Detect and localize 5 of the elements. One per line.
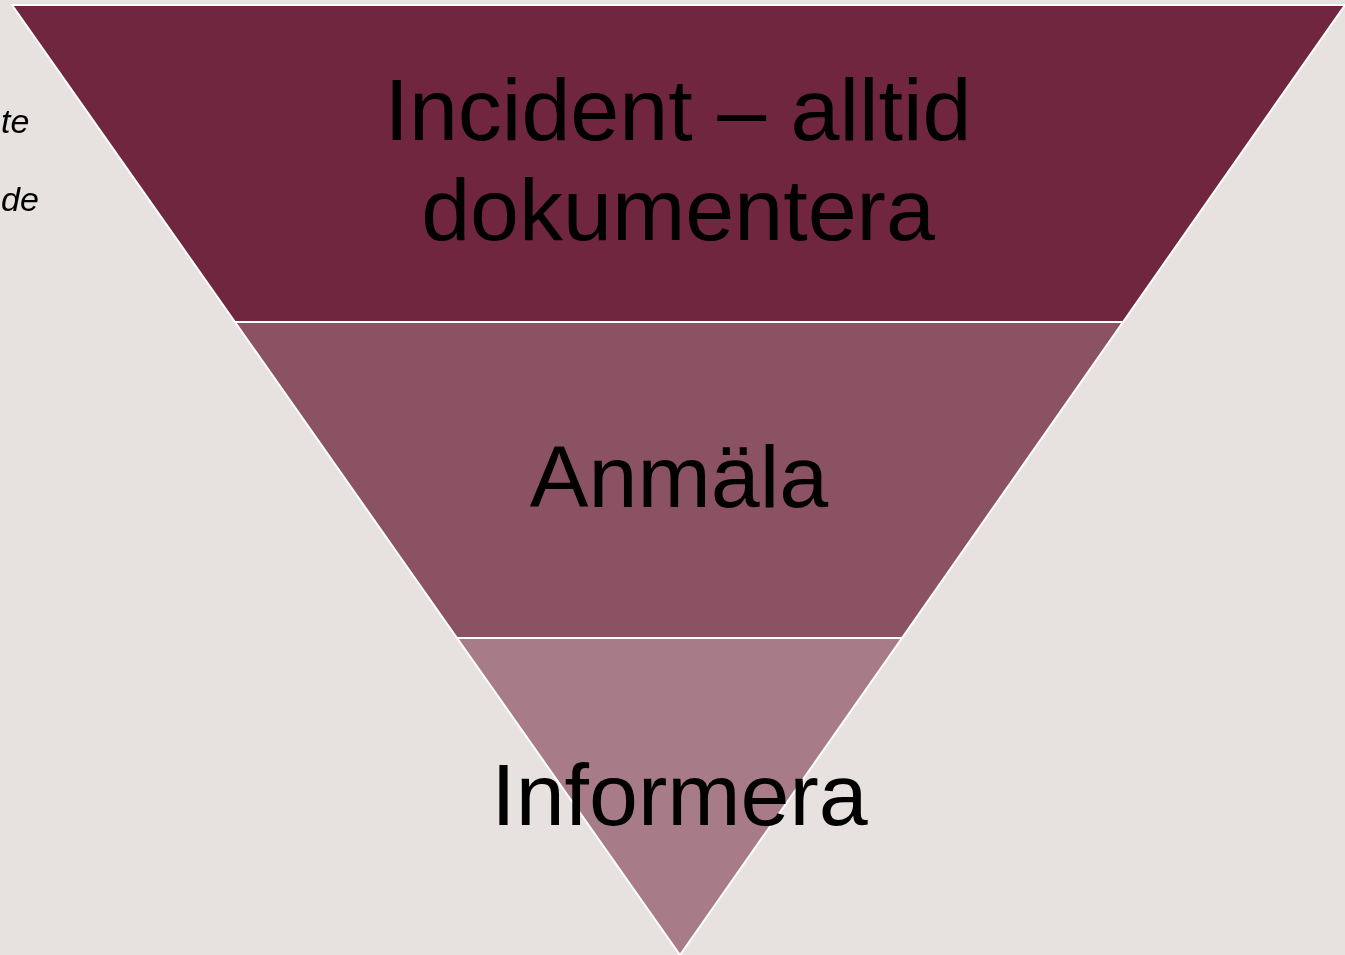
band-label: Anmäla xyxy=(528,427,830,527)
funnel-band xyxy=(235,322,1123,638)
band-label: Incident – alltid dokumentera xyxy=(383,60,973,260)
note-text: de xyxy=(1,180,39,219)
note-text: te xyxy=(1,102,30,141)
